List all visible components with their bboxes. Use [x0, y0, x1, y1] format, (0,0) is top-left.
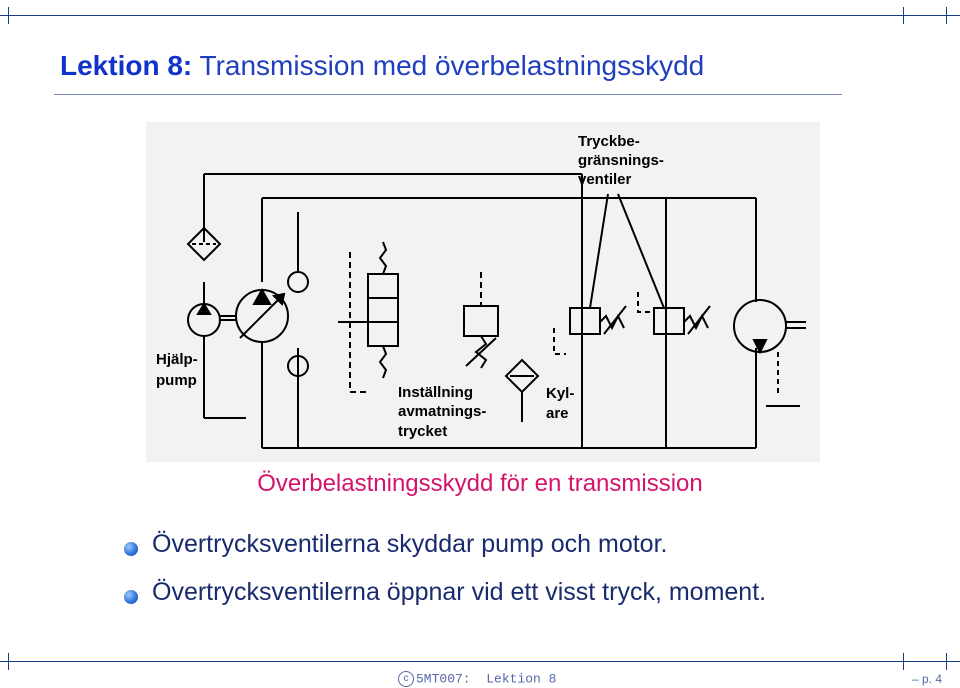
top-right-tick-1: [903, 7, 904, 24]
top-right-tick-2: [946, 7, 947, 24]
label-pressure-valves-1: Tryckbe-: [578, 133, 640, 150]
label-setting-2: avmatnings-: [398, 403, 486, 420]
footer-course: 5MT007:: [416, 671, 471, 687]
label-aux-pump-1: Hjälp-: [156, 351, 198, 368]
figure-caption: Överbelastningsskydd för en transmission: [257, 470, 703, 497]
bullet-dot-icon: [124, 542, 138, 556]
label-cooler-2: are: [546, 405, 569, 422]
bullet-text: Övertrycksventilerna skyddar pump och mo…: [152, 530, 668, 558]
label-setting-3: trycket: [398, 423, 447, 440]
label-setting-1: Inställning: [398, 384, 473, 401]
lesson-label: Lektion 8:: [60, 50, 193, 81]
label-aux-pump-2: pump: [156, 372, 197, 389]
slide-title: Lektion 8: Transmission med överbelastni…: [60, 50, 704, 82]
slide-topic: Transmission med överbelastningsskydd: [199, 50, 705, 81]
hydraulic-diagram: Tryckbe- gränsnings- ventiler Hjälp- pum…: [146, 122, 820, 462]
page-number: – p. 4: [911, 672, 942, 686]
title-underline: [54, 94, 842, 95]
label-pressure-valves-2: gränsnings-: [578, 152, 664, 169]
footer-lesson: Lektion 8: [486, 671, 557, 687]
label-cooler-1: Kyl-: [546, 385, 574, 402]
label-pressure-valves-3: ventiler: [578, 171, 632, 188]
top-frame-line: [0, 15, 960, 16]
top-left-tick: [8, 7, 9, 24]
copyright-icon: c: [398, 671, 414, 687]
bottom-right-tick-1: [903, 653, 904, 670]
bottom-right-tick-2: [946, 653, 947, 670]
bullet-dot-icon: [124, 590, 138, 604]
bullet-text: Övertrycksventilerna öppnar vid ett viss…: [152, 578, 767, 606]
bottom-frame-line: [0, 661, 960, 662]
hydraulic-schematic: Tryckbe- gränsnings- ventiler Hjälp- pum…: [156, 133, 806, 449]
bottom-left-tick: [8, 653, 9, 670]
